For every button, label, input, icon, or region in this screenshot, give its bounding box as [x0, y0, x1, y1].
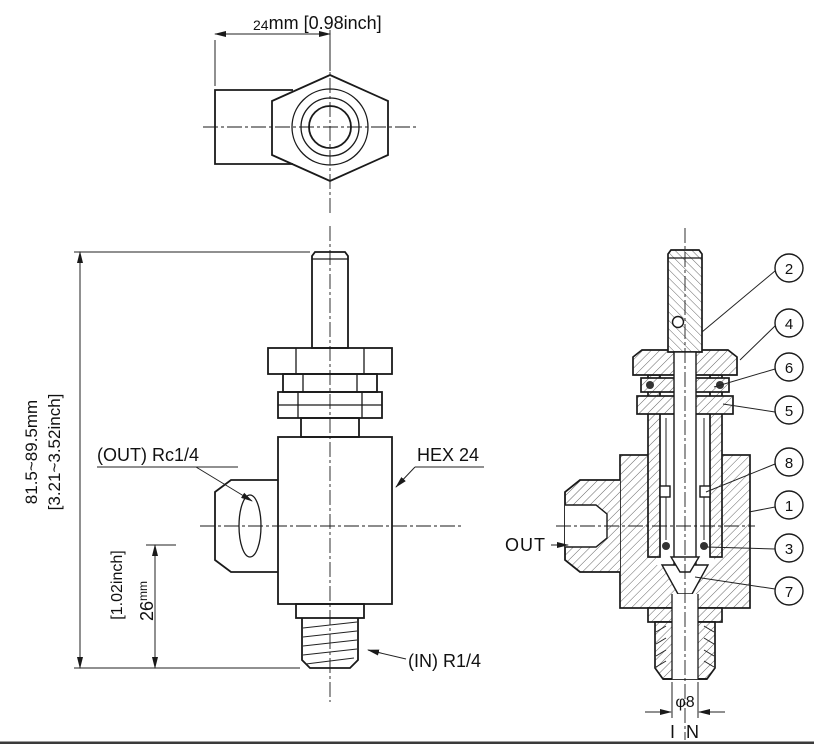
balloon-number: 2: [785, 261, 793, 278]
balloon-part-2: 2: [774, 253, 804, 283]
bore-dimension-label: φ8: [675, 694, 694, 711]
sub-height-value: 26: [137, 601, 157, 621]
hex-label: HEX 24: [417, 445, 479, 465]
o-ring-top-left: [646, 381, 654, 389]
out-port-label-group: (OUT) Rc1/4: [97, 445, 253, 502]
balloon-callouts: 2 4 6 5 8 1 3: [694, 253, 804, 606]
width-value: 24: [253, 17, 269, 33]
balloon-leaders: [694, 270, 776, 590]
balloon-part-6: 6: [774, 352, 804, 382]
balloon-circle: [774, 576, 804, 606]
front-view: 81.5~89.5mm [3.21~3.52inch] [1.02inch] 2…: [22, 226, 484, 702]
balloon-number: 5: [785, 403, 793, 420]
balloon-circle: [774, 447, 804, 477]
balloon-part-8: 8: [774, 447, 804, 477]
stem-pin-hole: [671, 315, 685, 329]
in-flow-label: I N: [670, 722, 702, 742]
height-dimension: 81.5~89.5mm [3.21~3.52inch]: [22, 251, 310, 669]
top-view: 24mm [0.98inch]: [203, 13, 416, 214]
balloon-number: 1: [785, 498, 793, 515]
out-flow-label: OUT: [505, 535, 546, 555]
valve-outline: [214, 251, 393, 669]
sub-height-dimension: [1.02inch] 26mm: [109, 544, 176, 669]
section-body-parts: [564, 249, 751, 680]
thread-lines-front: [302, 621, 358, 665]
out-port-label: (OUT) Rc1/4: [97, 445, 199, 465]
in-port-label: (IN) R1/4: [408, 651, 481, 671]
width-unit: mm [0.98inch]: [269, 13, 382, 33]
middle-circle: [300, 97, 360, 157]
balloon-circle: [774, 308, 804, 338]
balloon-circle: [774, 490, 804, 520]
height-mm-label: 81.5~89.5mm: [22, 400, 41, 504]
o-ring-bottom-left: [662, 542, 670, 550]
balloon-number: 3: [785, 541, 793, 558]
balloon-circle: [774, 352, 804, 382]
balloon-number: 4: [785, 316, 793, 333]
width-dimension: 24mm [0.98inch]: [214, 13, 382, 86]
balloon-circle: [774, 395, 804, 425]
sub-height-mm-label: 26mm: [136, 581, 157, 621]
section-view: OUT φ8 I N 2: [505, 228, 804, 742]
hex-body-plan: [214, 74, 389, 182]
balloon-part-3: 3: [774, 533, 804, 563]
outer-circle: [291, 88, 369, 166]
hex-label-group: HEX 24: [395, 445, 484, 488]
out-port-boss-front: [214, 479, 278, 573]
thread-lines-section: [655, 625, 715, 668]
sub-height-inch-label: [1.02inch]: [109, 550, 126, 619]
balloon-circle: [774, 253, 804, 283]
balloon-number: 8: [785, 455, 793, 472]
in-port-label-group: (IN) R1/4: [367, 649, 481, 671]
guide-ring-right: [699, 485, 711, 498]
body-step: [295, 603, 365, 619]
width-dimension-label: 24mm [0.98inch]: [253, 13, 382, 33]
balloon-circle: [774, 533, 804, 563]
balloon-part-4: 4: [774, 308, 804, 338]
balloon-part-7: 7: [774, 576, 804, 606]
in-thread-stub: [301, 618, 359, 669]
balloon-number: 6: [785, 360, 793, 377]
height-inch-label: [3.21~3.52inch]: [45, 394, 64, 511]
leader-line: [195, 466, 253, 502]
o-ring-bottom-right: [700, 542, 708, 550]
bore-dimension: φ8: [645, 682, 725, 718]
guide-ring-left: [659, 485, 671, 498]
balloon-number: 7: [785, 584, 793, 601]
balloon-part-1: 1: [774, 490, 804, 520]
bore-circle: [308, 105, 352, 149]
screenshot-bottom-edge: [0, 741, 814, 744]
out-flow-label-group: OUT: [505, 535, 569, 555]
hex-body-front: [277, 436, 393, 605]
hexagon-outline: [271, 74, 389, 182]
sub-height-unit: mm: [136, 581, 150, 601]
balloon-part-5: 5: [774, 395, 804, 425]
out-port-boss-plan: [214, 89, 293, 165]
leader-line: [367, 649, 407, 660]
leader-line: [395, 466, 416, 488]
